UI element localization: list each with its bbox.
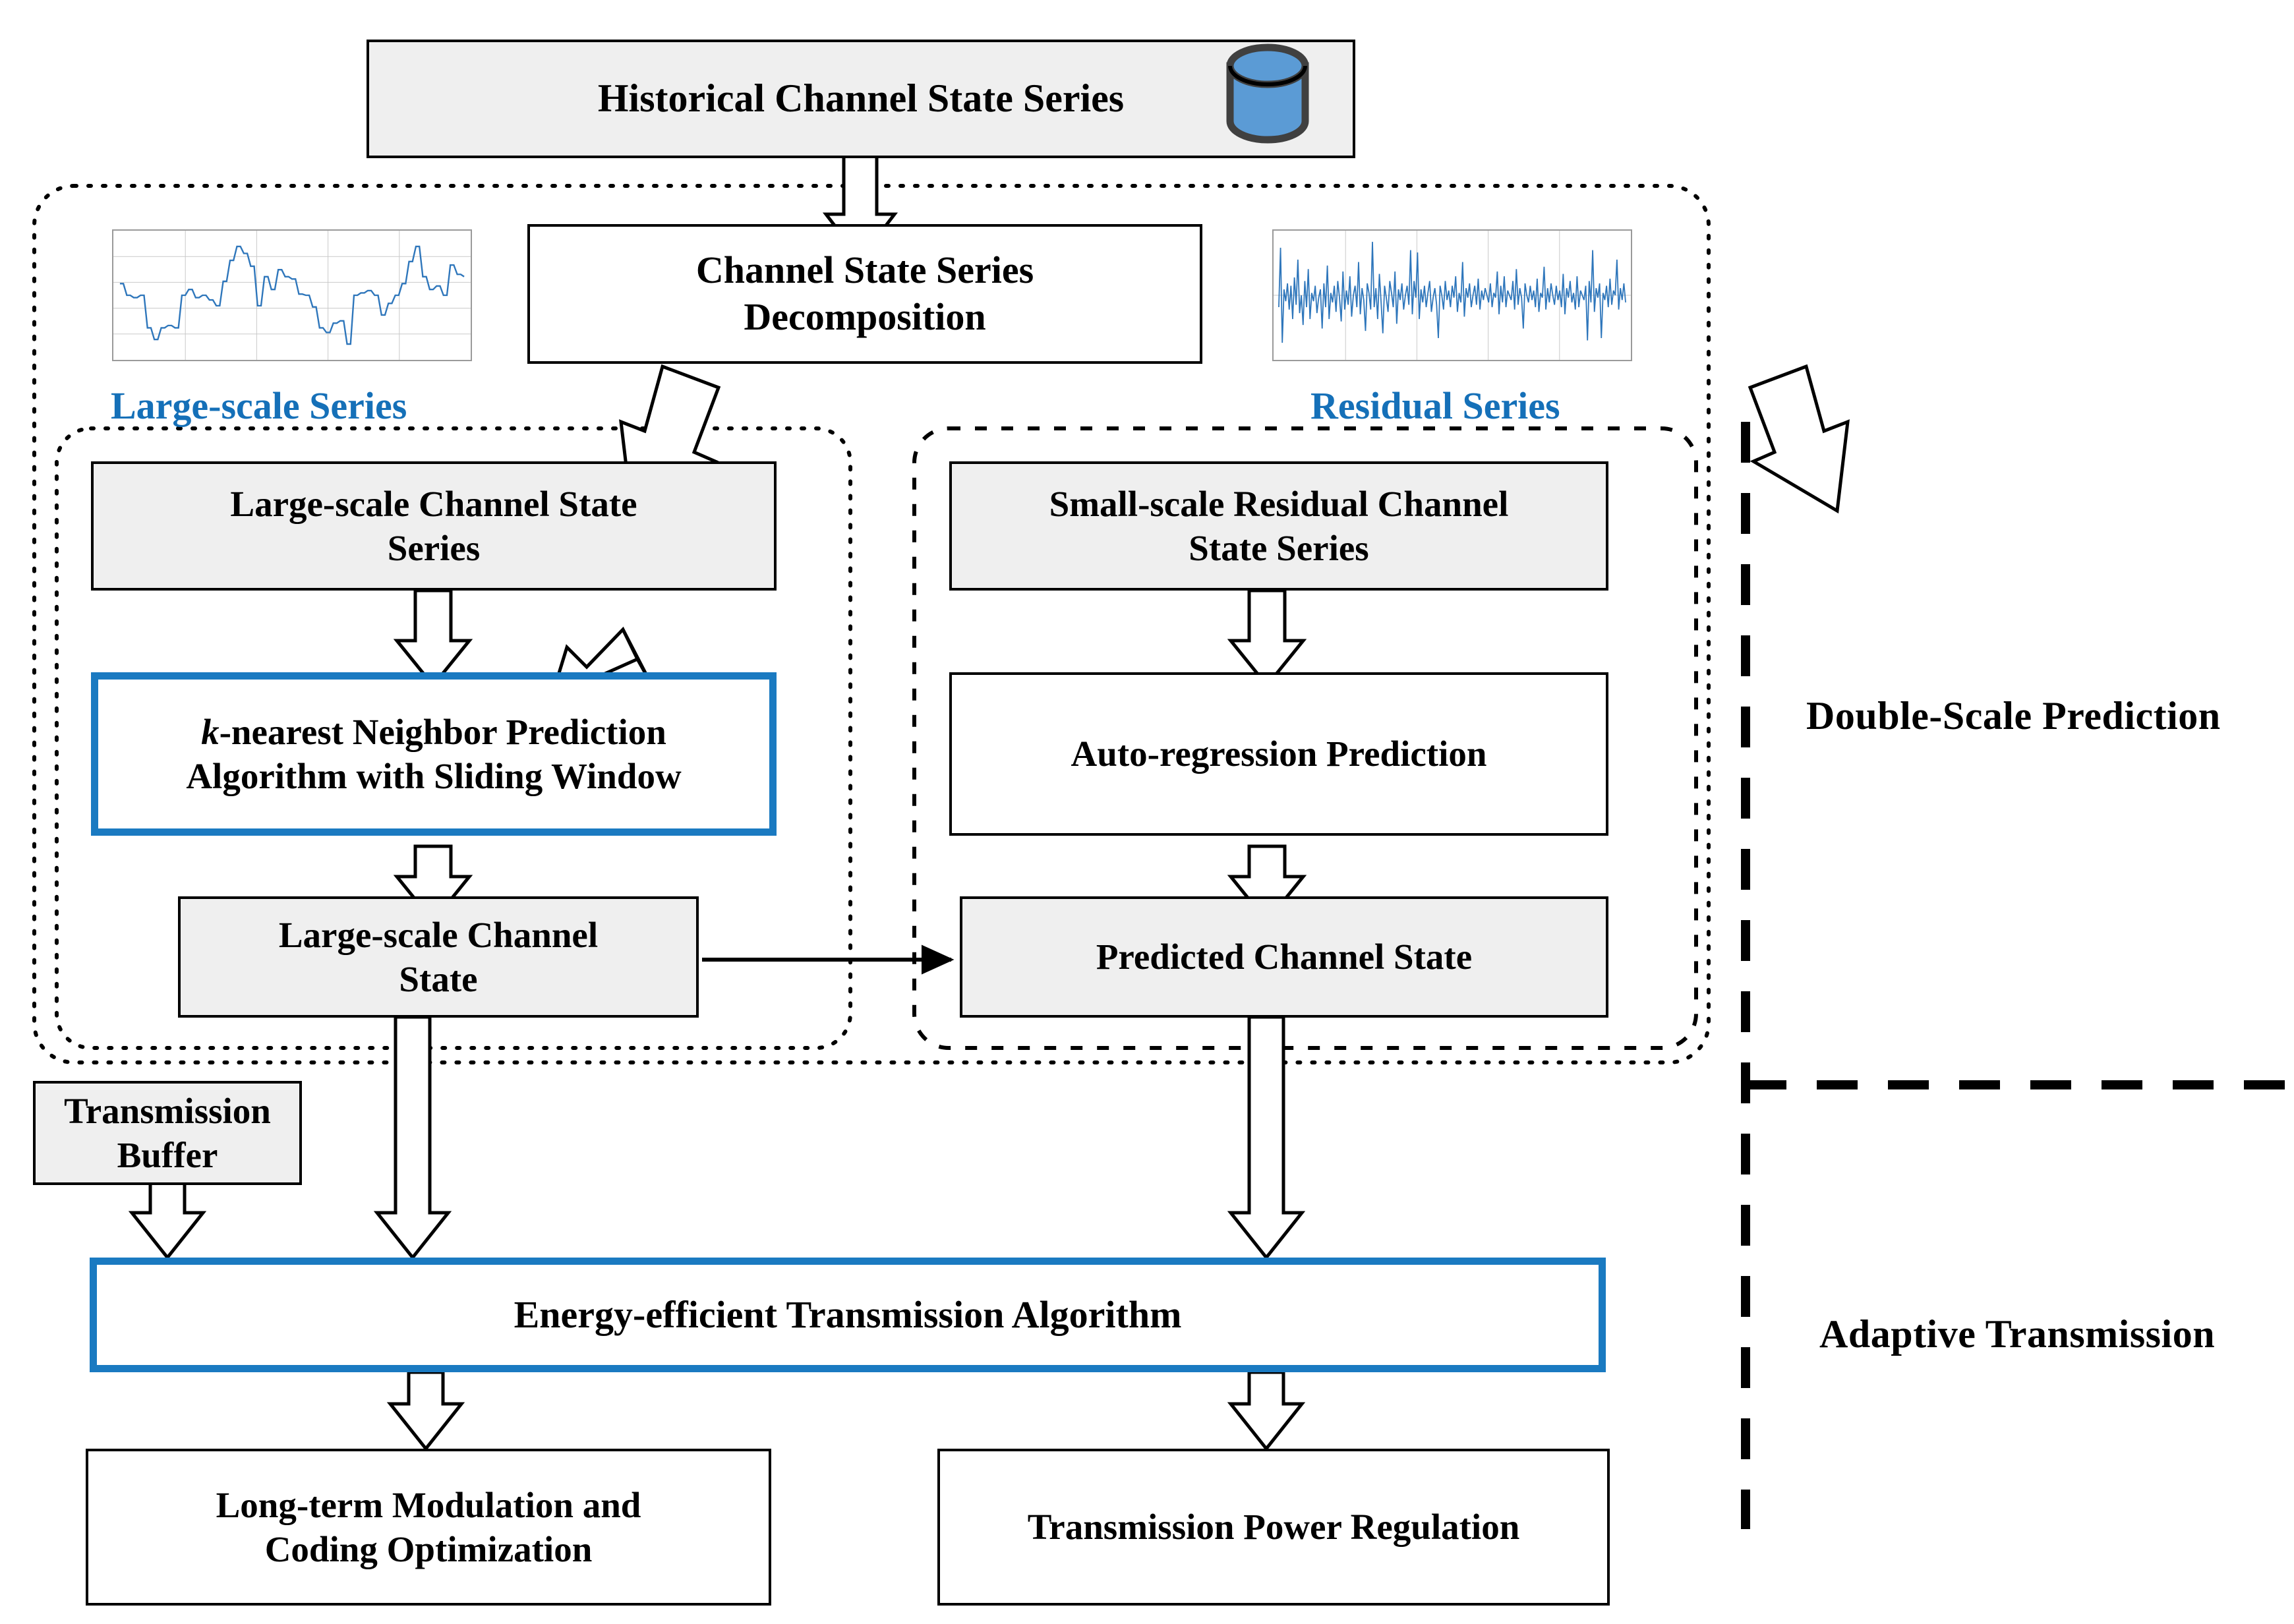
- node-large-scale-channel-state[interactable]: Large-scale Channel State: [178, 896, 699, 1018]
- node-label: Transmission Power Regulation: [1027, 1507, 1520, 1548]
- node-predicted-channel-state[interactable]: Predicted Channel State: [960, 896, 1608, 1018]
- node-label: Historical Channel State Series: [597, 76, 1125, 121]
- node-label: Large-scale Channel State Series: [230, 483, 637, 568]
- arrow-buffer-to-energy: [128, 1181, 207, 1261]
- arrow-smallseries-to-autoregression: [1227, 589, 1307, 688]
- database-cylinder-icon: [1218, 41, 1317, 146]
- node-label: Transmission Buffer: [64, 1090, 271, 1175]
- node-label: Large-scale Channel State: [278, 914, 599, 999]
- node-historical-channel-state-series[interactable]: Historical Channel State Series: [367, 40, 1355, 158]
- knn-line1-rest: -nearest Neighbor Prediction: [219, 711, 666, 752]
- large-scale-series-sparkline-icon: [112, 229, 472, 361]
- node-channel-state-series-decomposition[interactable]: Channel State Series Decomposition: [527, 224, 1202, 364]
- side-label-double-scale-prediction: Double-Scale Prediction: [1806, 694, 2221, 738]
- node-label: Energy-efficient Transmission Algorithm: [514, 1292, 1182, 1336]
- knn-line2: Algorithm with Sliding Window: [186, 756, 682, 796]
- arrow-largeseries-to-knn: [393, 589, 473, 688]
- node-label: Small-scale Residual Channel State Serie…: [1049, 483, 1509, 568]
- node-knn-prediction-algorithm[interactable]: k-nearest Neighbor Prediction Algorithm …: [91, 672, 777, 836]
- node-label: Long-term Modulation and Coding Optimiza…: [216, 1484, 641, 1569]
- arrow-decomp-right-block: [1748, 364, 1850, 514]
- arrow-energy-to-power: [1227, 1370, 1306, 1452]
- group-label-residual-series: Residual Series: [1310, 384, 1560, 427]
- node-label: Predicted Channel State: [1096, 937, 1473, 977]
- residual-series-sparkline-icon: [1272, 229, 1632, 361]
- node-transmission-power-regulation[interactable]: Transmission Power Regulation: [937, 1449, 1610, 1606]
- group-label-large-scale-series: Large-scale Series: [111, 384, 407, 427]
- node-auto-regression-prediction[interactable]: Auto-regression Prediction: [949, 672, 1608, 836]
- knn-italic-k: k: [201, 711, 220, 752]
- node-long-term-modulation-coding-optimization[interactable]: Long-term Modulation and Coding Optimiza…: [86, 1449, 771, 1606]
- node-label: Auto-regression Prediction: [1071, 734, 1487, 774]
- node-energy-efficient-transmission-algorithm[interactable]: Energy-efficient Transmission Algorithm: [90, 1258, 1606, 1372]
- node-label: Channel State Series Decomposition: [695, 248, 1034, 338]
- node-label: k-nearest Neighbor Prediction Algorithm …: [186, 710, 681, 798]
- arrow-predicted-to-energy: [1227, 1015, 1306, 1261]
- arrow-energy-to-modulation: [386, 1370, 465, 1452]
- node-transmission-buffer[interactable]: Transmission Buffer: [33, 1081, 302, 1185]
- node-large-scale-channel-state-series[interactable]: Large-scale Channel State Series: [91, 461, 777, 591]
- side-label-adaptive-transmission: Adaptive Transmission: [1819, 1312, 2216, 1356]
- arrow-largestate-to-energy: [373, 1015, 452, 1261]
- node-small-scale-residual-channel-state-series[interactable]: Small-scale Residual Channel State Serie…: [949, 461, 1608, 591]
